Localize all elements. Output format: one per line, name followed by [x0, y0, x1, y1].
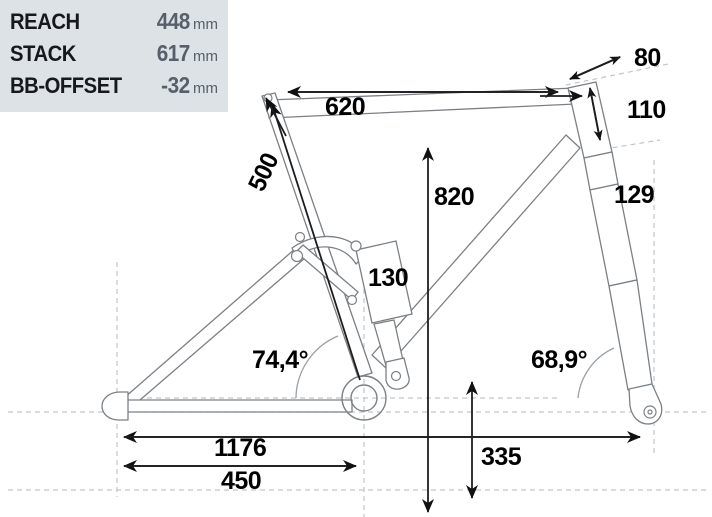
rear-shock [355, 240, 413, 390]
dim-label-shock-stroke: 130 [368, 264, 409, 292]
spec-number-stack: 617 [156, 40, 191, 66]
dim-label-stack-height: 820 [434, 183, 475, 211]
spec-number-bb-offset: -32 [161, 72, 190, 98]
pivot-shock-top [350, 240, 362, 252]
spec-label-reach: REACH [10, 9, 80, 34]
dim-110-down [589, 87, 603, 141]
pivot-seatstay [290, 249, 304, 263]
dim-label-fork-offset: 80 [634, 44, 661, 72]
seat-tube [261, 92, 373, 378]
dim-seatpost-arrow [265, 97, 287, 137]
dim-label-seat-tube-angle: 74,4° [252, 346, 309, 374]
dim-80-left [569, 56, 621, 80]
angle-arcs [295, 335, 615, 399]
pivot-link [346, 294, 358, 306]
fork-dropout [628, 383, 663, 425]
chain-stay [119, 399, 353, 413]
link-arm [295, 244, 359, 301]
bottom-bracket [341, 375, 387, 421]
dimension-lines [123, 56, 641, 513]
down-tube [371, 134, 581, 369]
rear-dropout [101, 391, 129, 421]
spec-unit-reach: mm [193, 16, 218, 33]
spec-label-stack: STACK [10, 41, 76, 66]
dim-label-chainstay: 450 [221, 467, 262, 495]
seat-tube-angle-arc [295, 335, 339, 399]
shock-body [355, 240, 413, 324]
spec-unit-bb-offset: mm [193, 80, 218, 97]
dim-label-head-tube-length: 129 [614, 181, 655, 209]
dim-label-head-tube-angle: 68,9° [531, 346, 588, 374]
head-tube-angle-arc [577, 347, 615, 399]
dim-500-line [270, 103, 361, 381]
dim-label-bb-height: 335 [481, 443, 522, 471]
spec-number-reach: 448 [156, 8, 191, 34]
front-axle [643, 405, 657, 419]
dim-label-wheelbase: 1176 [214, 434, 267, 462]
fork-lower [608, 279, 653, 391]
spec-unit-stack: mm [193, 48, 218, 65]
seat-stay [123, 247, 306, 407]
head-tube-lower [583, 151, 619, 191]
spec-label-bb-offset: BB-OFFSET [10, 73, 122, 98]
shock-eyelet-hole [390, 370, 402, 382]
pivot-rocker-front [294, 231, 306, 243]
dim-label-head-tube-upper: 110 [627, 96, 666, 124]
rocker-link [291, 235, 365, 265]
dim-label-top-tube-horizontal: 620 [325, 93, 366, 121]
